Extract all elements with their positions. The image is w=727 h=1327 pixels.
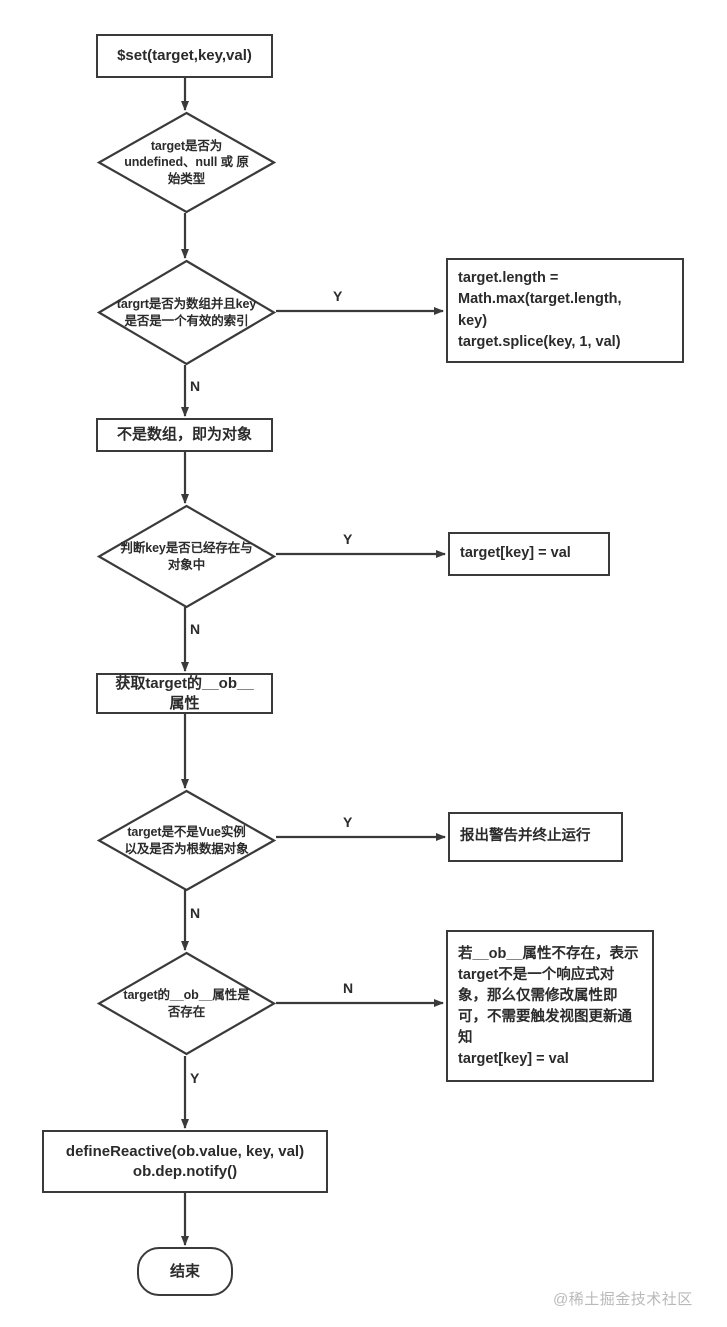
diamond-shape-primitive [96,111,277,214]
node-decision-key-exists: 判断key是否已经存在与 对象中 [96,504,277,609]
edge-label-ob-yes: Y [190,1070,200,1086]
edge-label-array-yes: Y [333,288,343,304]
node-warn-stop-label: 报出警告并终止运行 [460,828,591,845]
node-define-reactive: defineReactive(ob.value, key, val) ob.de… [42,1130,328,1193]
node-decision-ob-exists-label: target的__ob__属性是 否存在 [123,988,250,1019]
edge-label-key-exists-yes: Y [343,531,353,547]
node-not-array-label: 不是数组，即为对象 [116,426,252,444]
node-not-array: 不是数组，即为对象 [96,418,273,452]
node-define-reactive-label: defineReactive(ob.value, key, val) ob.de… [65,1143,305,1180]
edge-label-vue-no: N [190,905,201,921]
node-assign-value-label: target[key] = val [460,545,571,562]
node-start: $set(target,key,val) [96,34,273,78]
node-assign-value: target[key] = val [448,532,610,576]
node-array-splice-label: target.length = Math.max(target.length, … [458,270,622,350]
diamond-shape-key-exists [96,504,277,609]
node-get-ob-label: 获取target的__ob__ 属性 [115,675,254,712]
node-decision-vue-instance-label: target是不是Vue实例 以及是否为根数据对象 [124,825,249,856]
node-no-ob-note: 若__ob__属性不存在，表示 target不是一个响应式对 象，那么仅需修改属… [446,930,654,1082]
node-get-ob: 获取target的__ob__ 属性 [96,673,273,714]
node-end-label: 结束 [169,1262,200,1280]
node-array-splice: target.length = Math.max(target.length, … [446,258,684,363]
node-decision-key-exists-label: 判断key是否已经存在与 对象中 [120,541,253,572]
node-decision-ob-exists: target的__ob__属性是 否存在 [96,951,277,1056]
edge-label-ob-no: N [343,980,354,996]
diamond-shape-ob-exists [96,951,277,1056]
diamond-shape-vue-instance [96,789,277,892]
node-end: 结束 [137,1247,233,1296]
edge-label-key-exists-no: N [190,621,201,637]
node-decision-primitive: target是否为 undefined、null 或 原 始类型 [96,111,277,214]
edge-label-array-no: N [190,378,201,394]
node-decision-vue-instance: target是不是Vue实例 以及是否为根数据对象 [96,789,277,892]
node-decision-array-label: targrt是否为数组并且key 是否是一个有效的索引 [116,297,257,328]
node-warn-stop: 报出警告并终止运行 [448,812,623,862]
diamond-shape-array [96,259,277,366]
node-no-ob-note-label: 若__ob__属性不存在，表示 target不是一个响应式对 象，那么仅需修改属… [458,946,639,1068]
watermark: @稀土掘金技术社区 [553,1291,693,1308]
node-decision-primitive-label: target是否为 undefined、null 或 原 始类型 [124,139,249,186]
node-start-label: $set(target,key,val) [117,47,252,65]
edge-label-vue-yes: Y [343,814,353,830]
node-decision-array: targrt是否为数组并且key 是否是一个有效的索引 [96,259,277,366]
